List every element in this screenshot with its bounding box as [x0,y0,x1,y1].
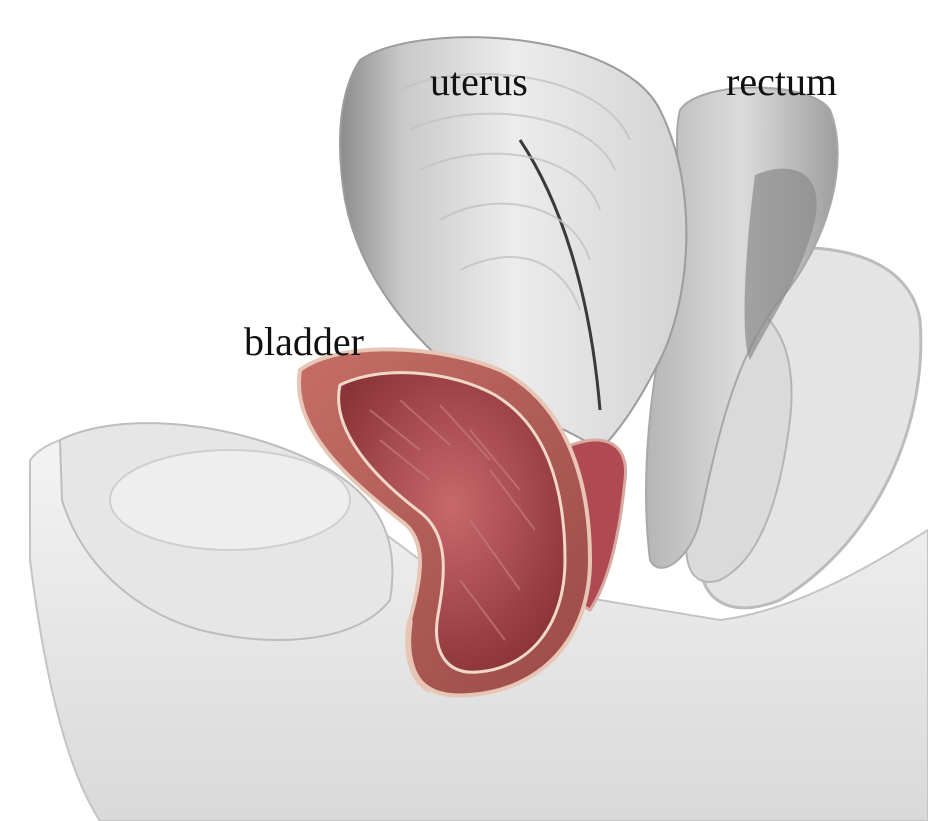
label-rectum: rectum [726,62,837,102]
label-bladder: bladder [244,322,364,362]
label-uterus: uterus [430,62,528,102]
pubic-bone [110,450,350,550]
